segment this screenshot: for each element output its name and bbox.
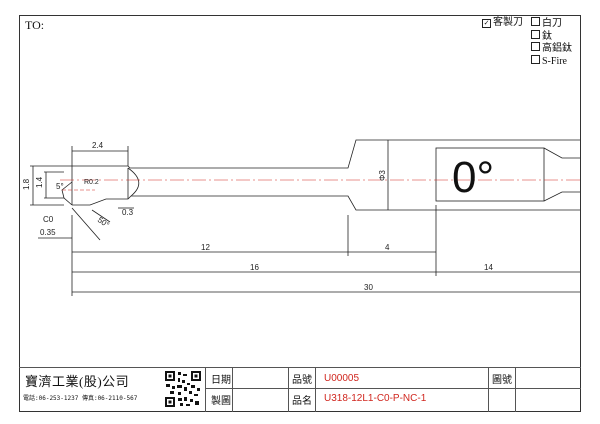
dim-c0: C0 [43, 215, 54, 224]
coating-options-right: 白刀 鈦 高鋁鈦 S-Fire [531, 17, 572, 67]
dim-0-3: 0.3 [122, 208, 134, 217]
shank-step [543, 147, 580, 202]
leader-50 [91, 209, 111, 223]
dim-phi3: Φ3 [378, 170, 387, 181]
dim-30: 30 [364, 283, 373, 292]
dim-5deg: 5° [56, 182, 64, 191]
checkbox-icon[interactable] [531, 54, 540, 64]
dim-16: 16 [250, 263, 259, 272]
part-name-label: 品名 [292, 396, 312, 407]
to-label: TO: [25, 18, 45, 32]
checkbox-icon[interactable] [531, 29, 540, 39]
coating-option-label: 高鋁鈦 [542, 43, 572, 54]
company-contact: 電話:06-253-1237 傳真:06-2110-567 [23, 395, 138, 402]
part-no-label: 品號 [292, 375, 312, 386]
coating-option-label: 白刀 [542, 18, 562, 29]
qr-code-icon[interactable] [164, 370, 202, 408]
tool-tip [61, 166, 73, 206]
coating-option-label: 鈦 [542, 30, 552, 42]
dim-1-4: 1.4 [35, 176, 44, 188]
coating-option-label: 客製刀 [493, 17, 523, 28]
checkbox-checked-icon[interactable]: ✓ [482, 19, 491, 28]
coating-option-custom[interactable]: ✓客製刀 [482, 17, 523, 29]
checkbox-icon[interactable] [531, 17, 540, 26]
dim-0-35: 0.35 [40, 228, 56, 237]
label-col-1: 日期 製圖 [206, 367, 233, 412]
ball-end [127, 167, 140, 197]
sheet-frame [19, 15, 581, 412]
part-value-cell: U00005 U318-12L1-C0-P-NC-1 [316, 367, 489, 412]
drawing-no-label-cell: 圖號 [489, 367, 516, 412]
date-label: 日期 [211, 375, 231, 386]
dim-1-8: 1.8 [22, 178, 31, 190]
dim-50deg: 50° [96, 215, 111, 229]
coating-options-left: ✓客製刀 [482, 17, 523, 29]
dim-12: 12 [201, 243, 210, 252]
coating-option-label: S-Fire [542, 55, 567, 67]
label-col-2: 品號 品名 [289, 367, 316, 412]
company-name: 寶濟工業(股)公司 [25, 374, 130, 389]
tool-outline [72, 139, 580, 169]
leader-c0 [71, 207, 101, 241]
coating-option-sfire[interactable]: S-Fire [531, 54, 572, 68]
shank-angle-label: 0° [452, 153, 494, 202]
title-block: 寶濟工業(股)公司 電話:06-253-1237 傳真:06-2110-567 … [19, 367, 581, 412]
dim-4: 4 [385, 243, 390, 252]
coating-option-altin[interactable]: 高鋁鈦 [531, 42, 572, 55]
part-name-value[interactable]: U318-12L1-C0-P-NC-1 [324, 393, 427, 404]
drawing-no-label: 圖號 [492, 375, 512, 386]
drawer-label: 製圖 [211, 396, 231, 407]
checkbox-icon[interactable] [531, 42, 540, 51]
coating-option-ti[interactable]: 鈦 [531, 29, 572, 43]
tool-outline-lower [72, 195, 580, 211]
dim-radius: R0.2 [84, 179, 99, 186]
company-cell: 寶濟工業(股)公司 電話:06-253-1237 傳真:06-2110-567 [19, 367, 206, 412]
coating-option-white[interactable]: 白刀 [531, 17, 572, 30]
dim-2-4: 2.4 [92, 141, 104, 150]
shank-flat [435, 147, 545, 202]
part-no-value[interactable]: U00005 [324, 373, 360, 384]
date-value-cell[interactable] [233, 367, 289, 412]
dim-14: 14 [484, 263, 493, 272]
